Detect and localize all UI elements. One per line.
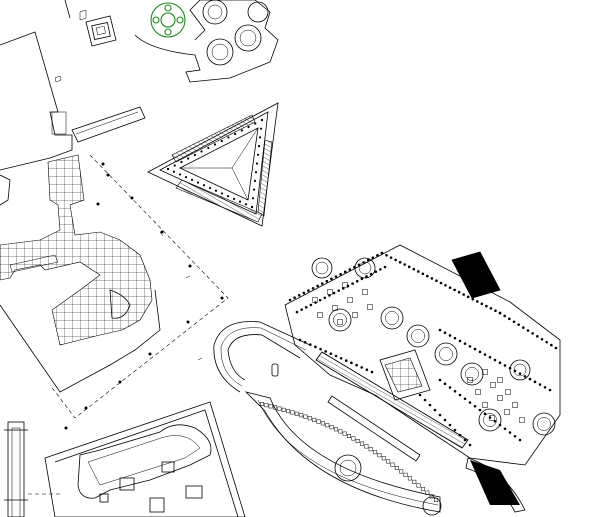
domed-complex-top: [134, 0, 279, 83]
long-bar-building: [71, 106, 146, 143]
gridded-plaza: [0, 154, 153, 346]
small-square-building: [85, 15, 117, 47]
left-building-outline: [0, 31, 73, 206]
curved-exedra: [213, 321, 311, 393]
courtyard-building: [44, 401, 246, 517]
long-wall-buildings: [315, 351, 526, 513]
curved-arcade: [244, 391, 442, 516]
scattered-markers: [64, 162, 224, 430]
temple-complex: [284, 244, 561, 466]
site-boundary: [0, 154, 229, 419]
tower-structure: [4, 421, 60, 517]
green-rotunda: [150, 2, 186, 38]
minor-marks: [54, 0, 203, 361]
triangular-pyramid: [147, 102, 279, 227]
